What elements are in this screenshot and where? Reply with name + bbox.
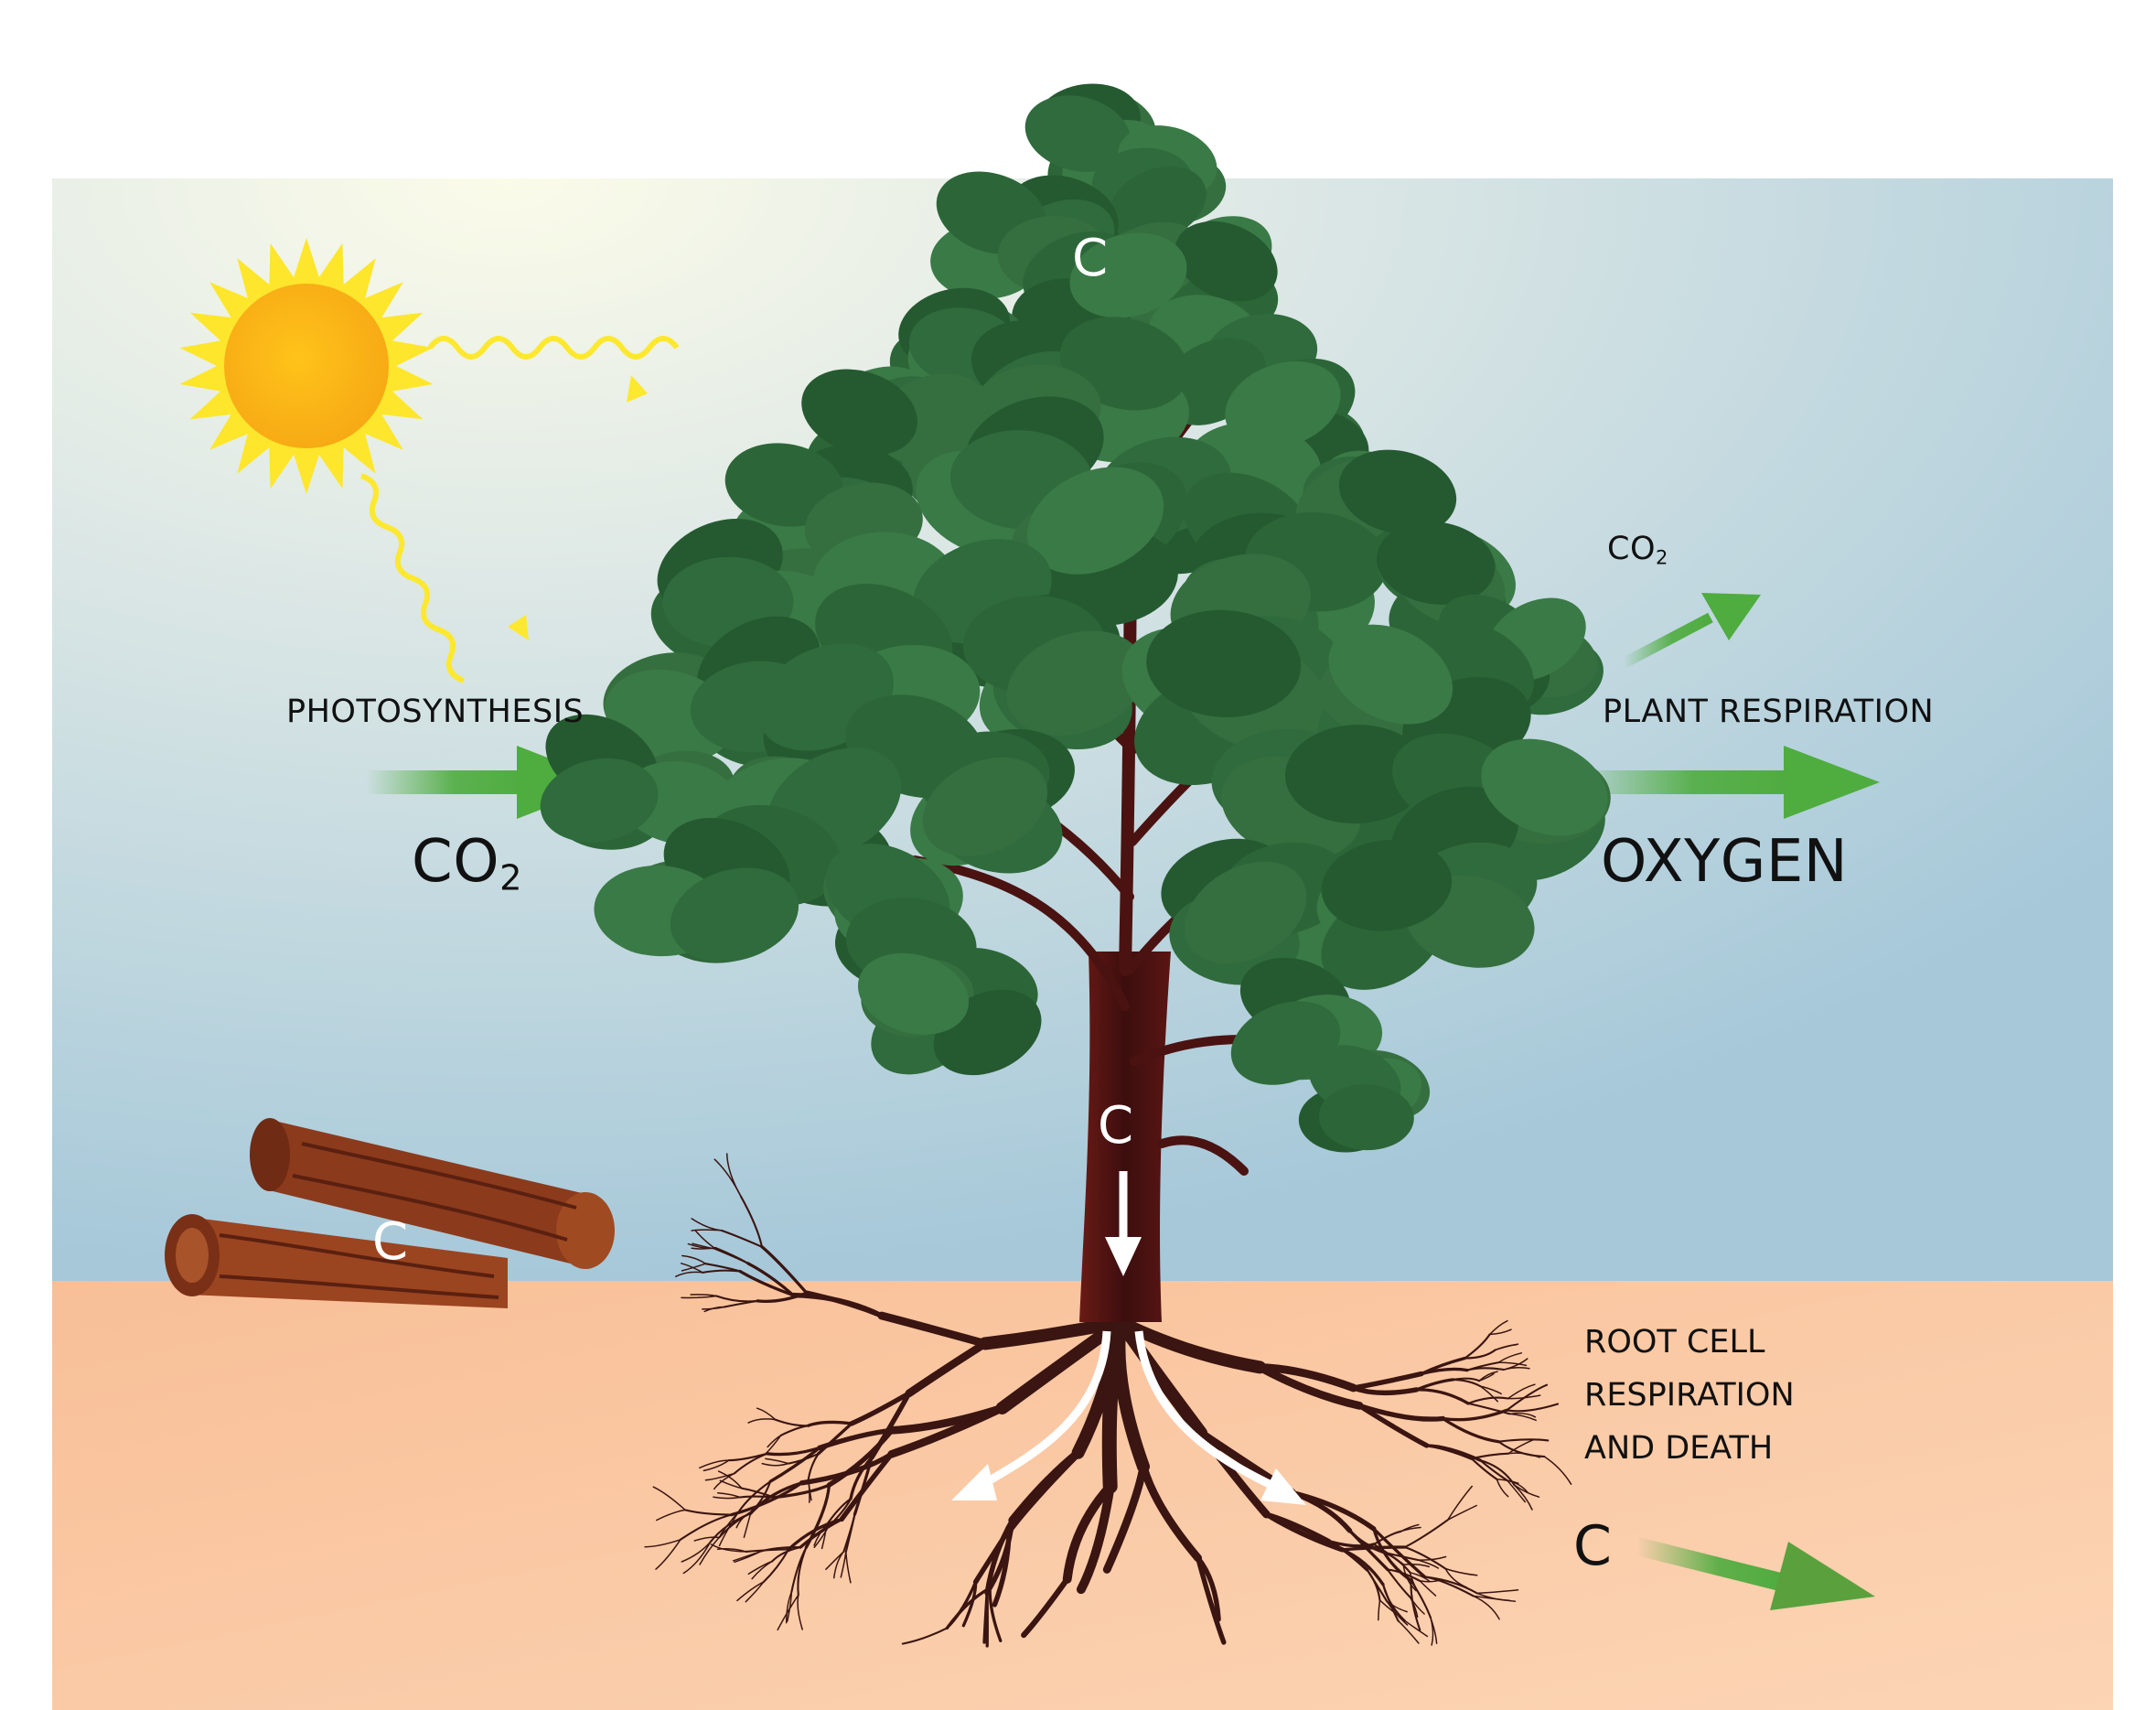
roots-icon xyxy=(644,1153,1572,1648)
co2-left-label: CO2 xyxy=(412,828,522,899)
arrow-icon-root-carbon xyxy=(1635,1537,1875,1610)
co2-right-label: CO2 xyxy=(1607,531,1668,569)
carbon-canopy-label: C xyxy=(1072,229,1109,288)
root-respiration-label: ROOT CELL RESPIRATION AND DEATH xyxy=(1584,1324,1795,1467)
logs-icon xyxy=(165,1118,615,1308)
photosynthesis-label: PHOTOSYNTHESIS xyxy=(286,694,585,730)
carbon-root-label: C xyxy=(1573,1514,1612,1578)
arrow-icon-respiration xyxy=(1573,746,1880,819)
carbon-trunk-label: C xyxy=(1098,1096,1134,1156)
arrow-icon-root-spread xyxy=(951,1330,1306,1505)
carbon-logs-label: C xyxy=(372,1212,409,1272)
tree-icon xyxy=(540,83,1611,1322)
sun-icon xyxy=(179,238,680,683)
arrow-icon-trunk-down xyxy=(1105,1171,1142,1276)
oxygen-label: OXYGEN xyxy=(1601,828,1849,896)
plant-respiration-label: PLANT RESPIRATION xyxy=(1603,694,1935,730)
arrow-icon-co2-right xyxy=(1621,593,1761,669)
